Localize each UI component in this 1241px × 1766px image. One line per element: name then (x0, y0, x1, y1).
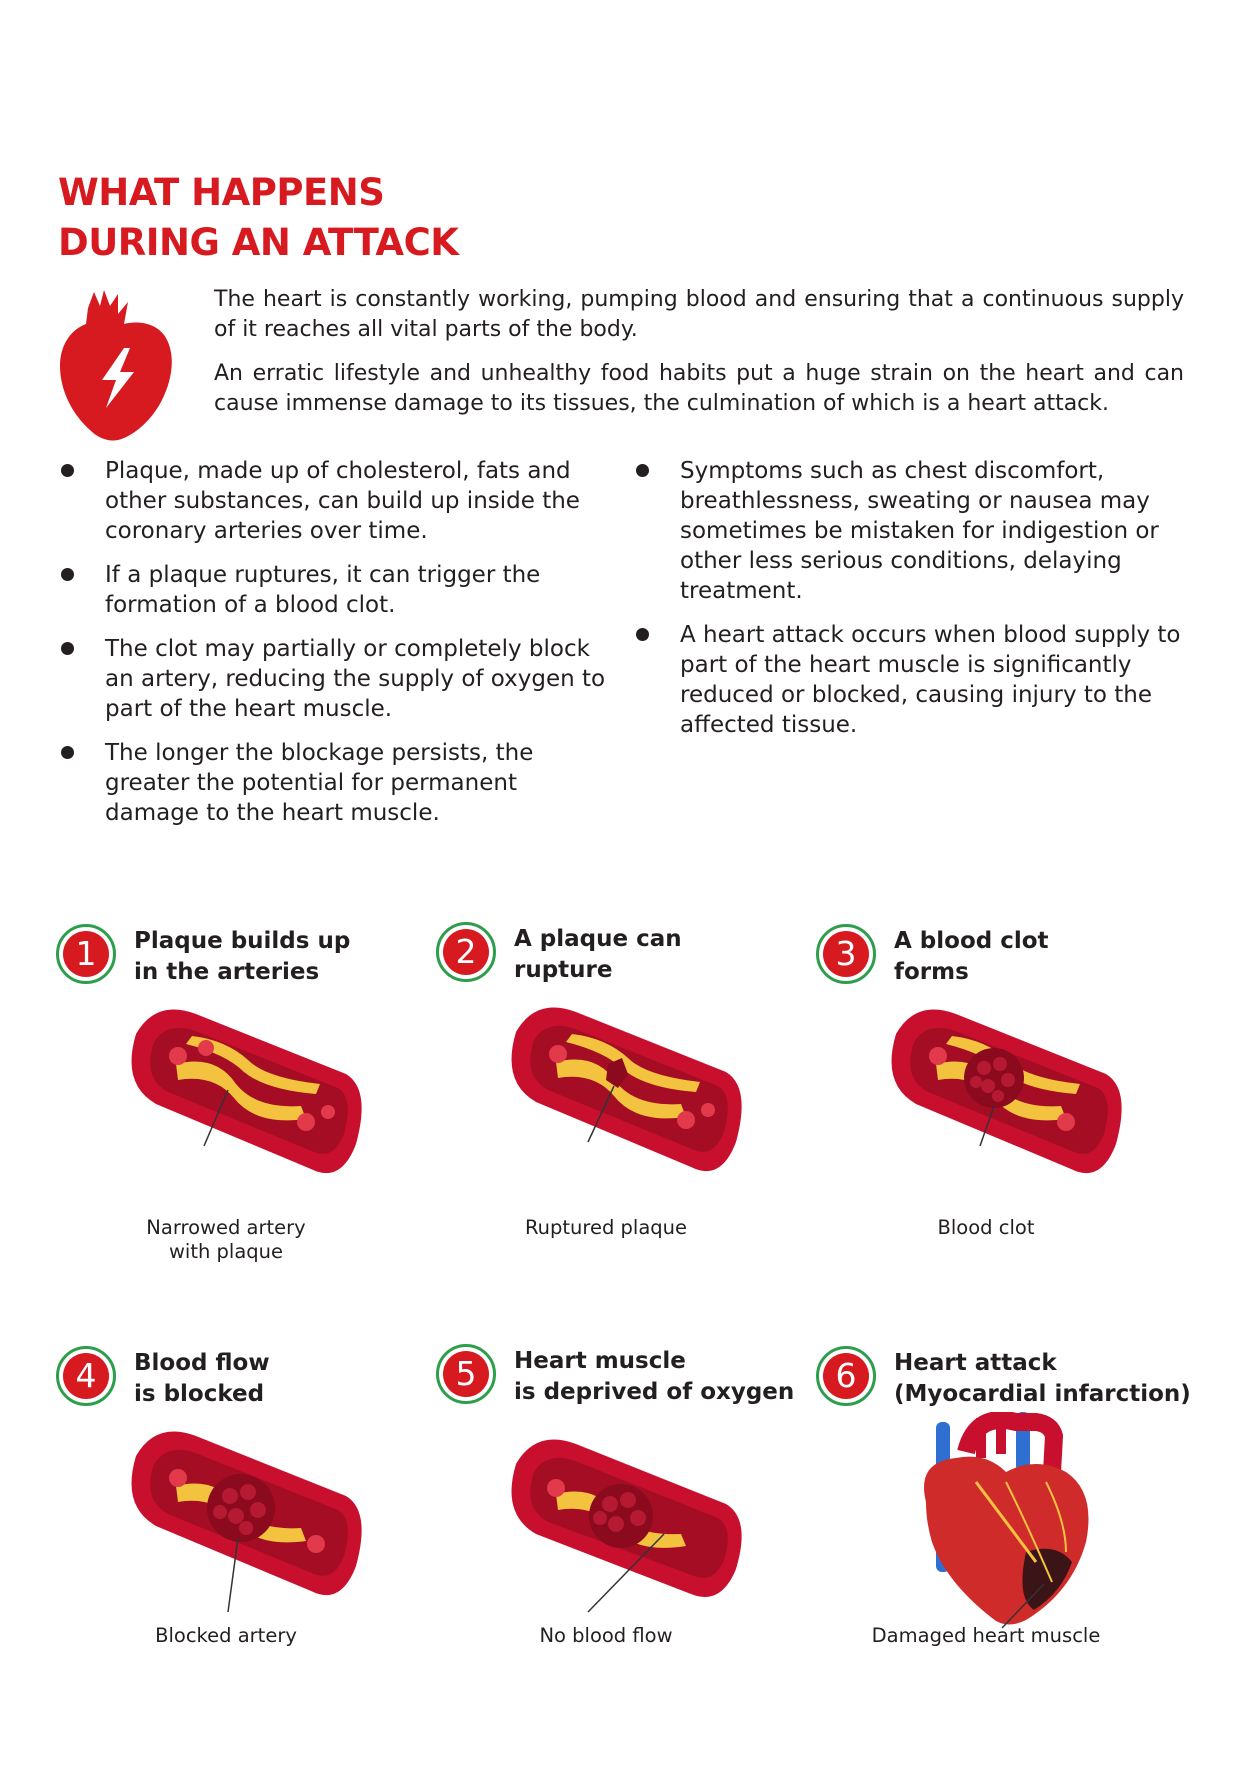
artery-plaque-illustration (131, 1009, 362, 1174)
bullet-list-left: Plaque, made up of cholesterol, fats and… (58, 456, 618, 842)
bullet-dot-icon (61, 464, 74, 477)
step-title: A blood clot forms (894, 926, 1194, 988)
illustration-label-line: Blocked artery (155, 1624, 297, 1647)
step-title: Blood flow is blocked (134, 1348, 434, 1410)
bullet-text: The clot may partially or completely blo… (105, 636, 606, 722)
step-title-line: A blood clot (894, 928, 1049, 954)
bullet-dot-icon (636, 464, 649, 477)
step-title: A plaque can rupture (514, 924, 814, 986)
illustration-label: Ruptured plaque (476, 1216, 736, 1240)
step-6: 6 Heart attack (Myocardial infarction) D… (816, 1346, 1191, 1766)
illustration-label-line: Narrowed artery (146, 1216, 306, 1239)
step-title-line: Plaque builds up (134, 928, 351, 954)
intro-text: The heart is constantly working, pumping… (214, 285, 1184, 433)
artery-blocked-illustration (131, 1431, 362, 1613)
step-1: 1 Plaque builds up in the arteries Narro… (56, 924, 426, 1344)
bullet-dot-icon (61, 642, 74, 655)
bullet-item: Plaque, made up of cholesterol, fats and… (58, 456, 618, 546)
page-title: WHAT HAPPENS DURING AN ATTACK (58, 168, 459, 268)
illustration-label: Damaged heart muscle (856, 1624, 1116, 1648)
illustration-label: Blocked artery (96, 1624, 356, 1648)
step-title: Heart muscle is deprived of oxygen (514, 1346, 814, 1408)
page-title-line-2: DURING AN ATTACK (58, 221, 459, 264)
step-title-line: is deprived of oxygen (514, 1379, 795, 1405)
step-title-line: (Myocardial infarction) (894, 1381, 1191, 1407)
heart-lightning-icon (60, 290, 172, 441)
step-title-line: Heart attack (894, 1350, 1057, 1376)
step-number-badge: 6 (816, 1346, 876, 1406)
step-3: 3 A blood clot forms Blood clot (816, 924, 1186, 1344)
step-title-line: Heart muscle (514, 1348, 686, 1374)
step-2: 2 A plaque can rupture Ruptured plaque (436, 922, 806, 1342)
step-title-line: in the arteries (134, 959, 320, 985)
step-title: Plaque builds up in the arteries (134, 926, 434, 988)
bullet-item: If a plaque ruptures, it can trigger the… (58, 560, 618, 620)
bullet-text: Symptoms such as chest discomfort, breat… (680, 458, 1159, 604)
step-number: 3 (823, 931, 869, 977)
step-title-line: rupture (514, 957, 613, 983)
bullet-text: A heart attack occurs when blood supply … (680, 622, 1181, 738)
illustration-label: Narrowed artery with plaque (96, 1216, 356, 1264)
step-title-line: Blood flow (134, 1350, 270, 1376)
intro-paragraph: An erratic lifestyle and unhealthy food … (214, 361, 1184, 416)
damaged-heart-illustration (924, 1412, 1089, 1629)
bullet-item: A heart attack occurs when blood supply … (633, 620, 1183, 740)
step-number-badge: 3 (816, 924, 876, 984)
bullet-text: The longer the blockage persists, the gr… (105, 740, 534, 826)
illustration-label-line: Damaged heart muscle (871, 1624, 1101, 1647)
step-number: 2 (443, 929, 489, 975)
bullet-dot-icon (61, 568, 74, 581)
bullet-item: Symptoms such as chest discomfort, breat… (633, 456, 1183, 606)
illustration-label-line: Blood clot (937, 1216, 1035, 1239)
illustration-label-line: with plaque (168, 1240, 284, 1263)
step-number-badge: 2 (436, 922, 496, 982)
step-number-badge: 4 (56, 1346, 116, 1406)
artery-blood-clot-illustration (891, 1009, 1122, 1174)
bullet-dot-icon (61, 746, 74, 759)
step-title: Heart attack (Myocardial infarction) (894, 1348, 1194, 1410)
bullet-text: If a plaque ruptures, it can trigger the… (105, 562, 541, 618)
step-title-line: A plaque can (514, 926, 682, 952)
bullet-item: The clot may partially or completely blo… (58, 634, 618, 724)
bullet-item: The longer the blockage persists, the gr… (58, 738, 618, 828)
step-number: 1 (63, 931, 109, 977)
step-title-line: forms (894, 959, 969, 985)
bullet-dot-icon (636, 628, 649, 641)
step-number: 6 (823, 1353, 869, 1399)
step-number-badge: 1 (56, 924, 116, 984)
illustration-label-line: No blood flow (539, 1624, 673, 1647)
step-4: 4 Blood flow is blocked Blocked artery (56, 1346, 426, 1766)
step-number-badge: 5 (436, 1344, 496, 1404)
step-number: 5 (443, 1351, 489, 1397)
bullet-text: Plaque, made up of cholesterol, fats and… (105, 458, 580, 544)
illustration-label: Blood clot (856, 1216, 1116, 1240)
step-5: 5 Heart muscle is deprived of oxygen No … (436, 1344, 806, 1764)
illustration-label-line: Ruptured plaque (524, 1216, 688, 1239)
artery-ruptured-plaque-illustration (511, 1007, 742, 1172)
bullet-list-right: Symptoms such as chest discomfort, breat… (633, 456, 1183, 754)
artery-no-flow-illustration (511, 1439, 742, 1613)
illustration-label: No blood flow (476, 1624, 736, 1648)
page-title-line-1: WHAT HAPPENS (58, 171, 385, 214)
step-title-line: is blocked (134, 1381, 265, 1407)
intro-paragraph: The heart is constantly working, pumping… (214, 287, 1184, 342)
step-number: 4 (63, 1353, 109, 1399)
